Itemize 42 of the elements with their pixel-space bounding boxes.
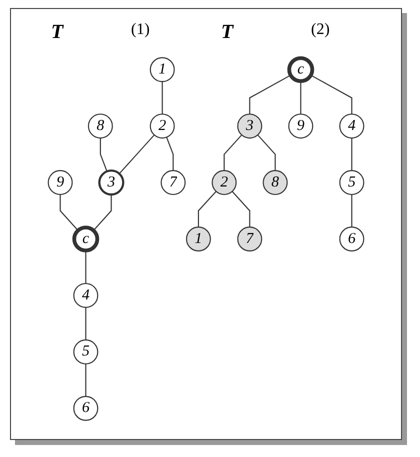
connector: [93, 194, 112, 231]
node-circle: [150, 114, 175, 139]
node-circle: [212, 170, 237, 196]
connector: [85, 250, 86, 284]
connector: [257, 134, 276, 171]
connector: [60, 194, 78, 231]
node-circle: [287, 56, 314, 84]
connector: [85, 307, 86, 340]
connector: [249, 74, 291, 114]
connector: [100, 138, 108, 172]
node-circle: [339, 170, 364, 196]
connector: [118, 134, 155, 174]
node-circle: [88, 114, 113, 139]
node-circle: [48, 170, 73, 196]
connector: [224, 134, 242, 171]
node-circle: [150, 57, 175, 82]
connector: [162, 82, 163, 114]
node-circle: [339, 226, 364, 252]
node-circle: [186, 226, 211, 252]
node-circle: [288, 114, 314, 139]
panel-number: (1): [131, 21, 150, 39]
node-circle: [72, 226, 100, 252]
tree-name: T: [51, 21, 64, 44]
node-circle: [98, 170, 124, 196]
node-circle: [237, 226, 262, 252]
node-circle: [73, 282, 98, 308]
connector: [310, 74, 352, 114]
node-circle: [237, 114, 262, 139]
tree-name: T: [221, 21, 234, 44]
connector: [351, 194, 352, 228]
node-circle: [73, 396, 98, 421]
connector: [198, 191, 217, 228]
connector: [85, 364, 86, 396]
connector: [351, 138, 352, 171]
connector: [300, 81, 302, 114]
node-circle: [73, 339, 98, 364]
node-circle: [160, 170, 186, 196]
connector: [232, 191, 250, 228]
node-circle: [262, 170, 288, 196]
connector: [166, 137, 174, 171]
panel-number: (2): [311, 21, 330, 39]
node-circle: [339, 114, 364, 139]
